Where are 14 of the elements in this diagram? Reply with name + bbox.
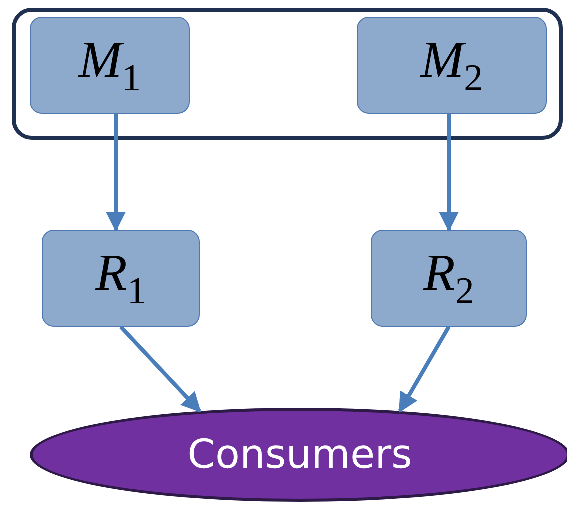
- arrow: [120, 326, 202, 413]
- arrow: [439, 114, 459, 232]
- process-box: [371, 230, 527, 327]
- arrow: [106, 114, 126, 232]
- group-frame: [12, 8, 563, 140]
- arrow: [398, 326, 451, 414]
- node-label: R$_{2}$: [424, 244, 474, 314]
- node-label: M$_{2}$: [420, 30, 484, 100]
- node-label: R$_{1}$: [96, 244, 146, 314]
- process-box: [42, 230, 200, 327]
- node-label: M$_{1}$: [78, 30, 142, 100]
- process-box: [357, 17, 547, 114]
- process-box: [30, 17, 190, 114]
- node-label: Consumers: [188, 432, 412, 478]
